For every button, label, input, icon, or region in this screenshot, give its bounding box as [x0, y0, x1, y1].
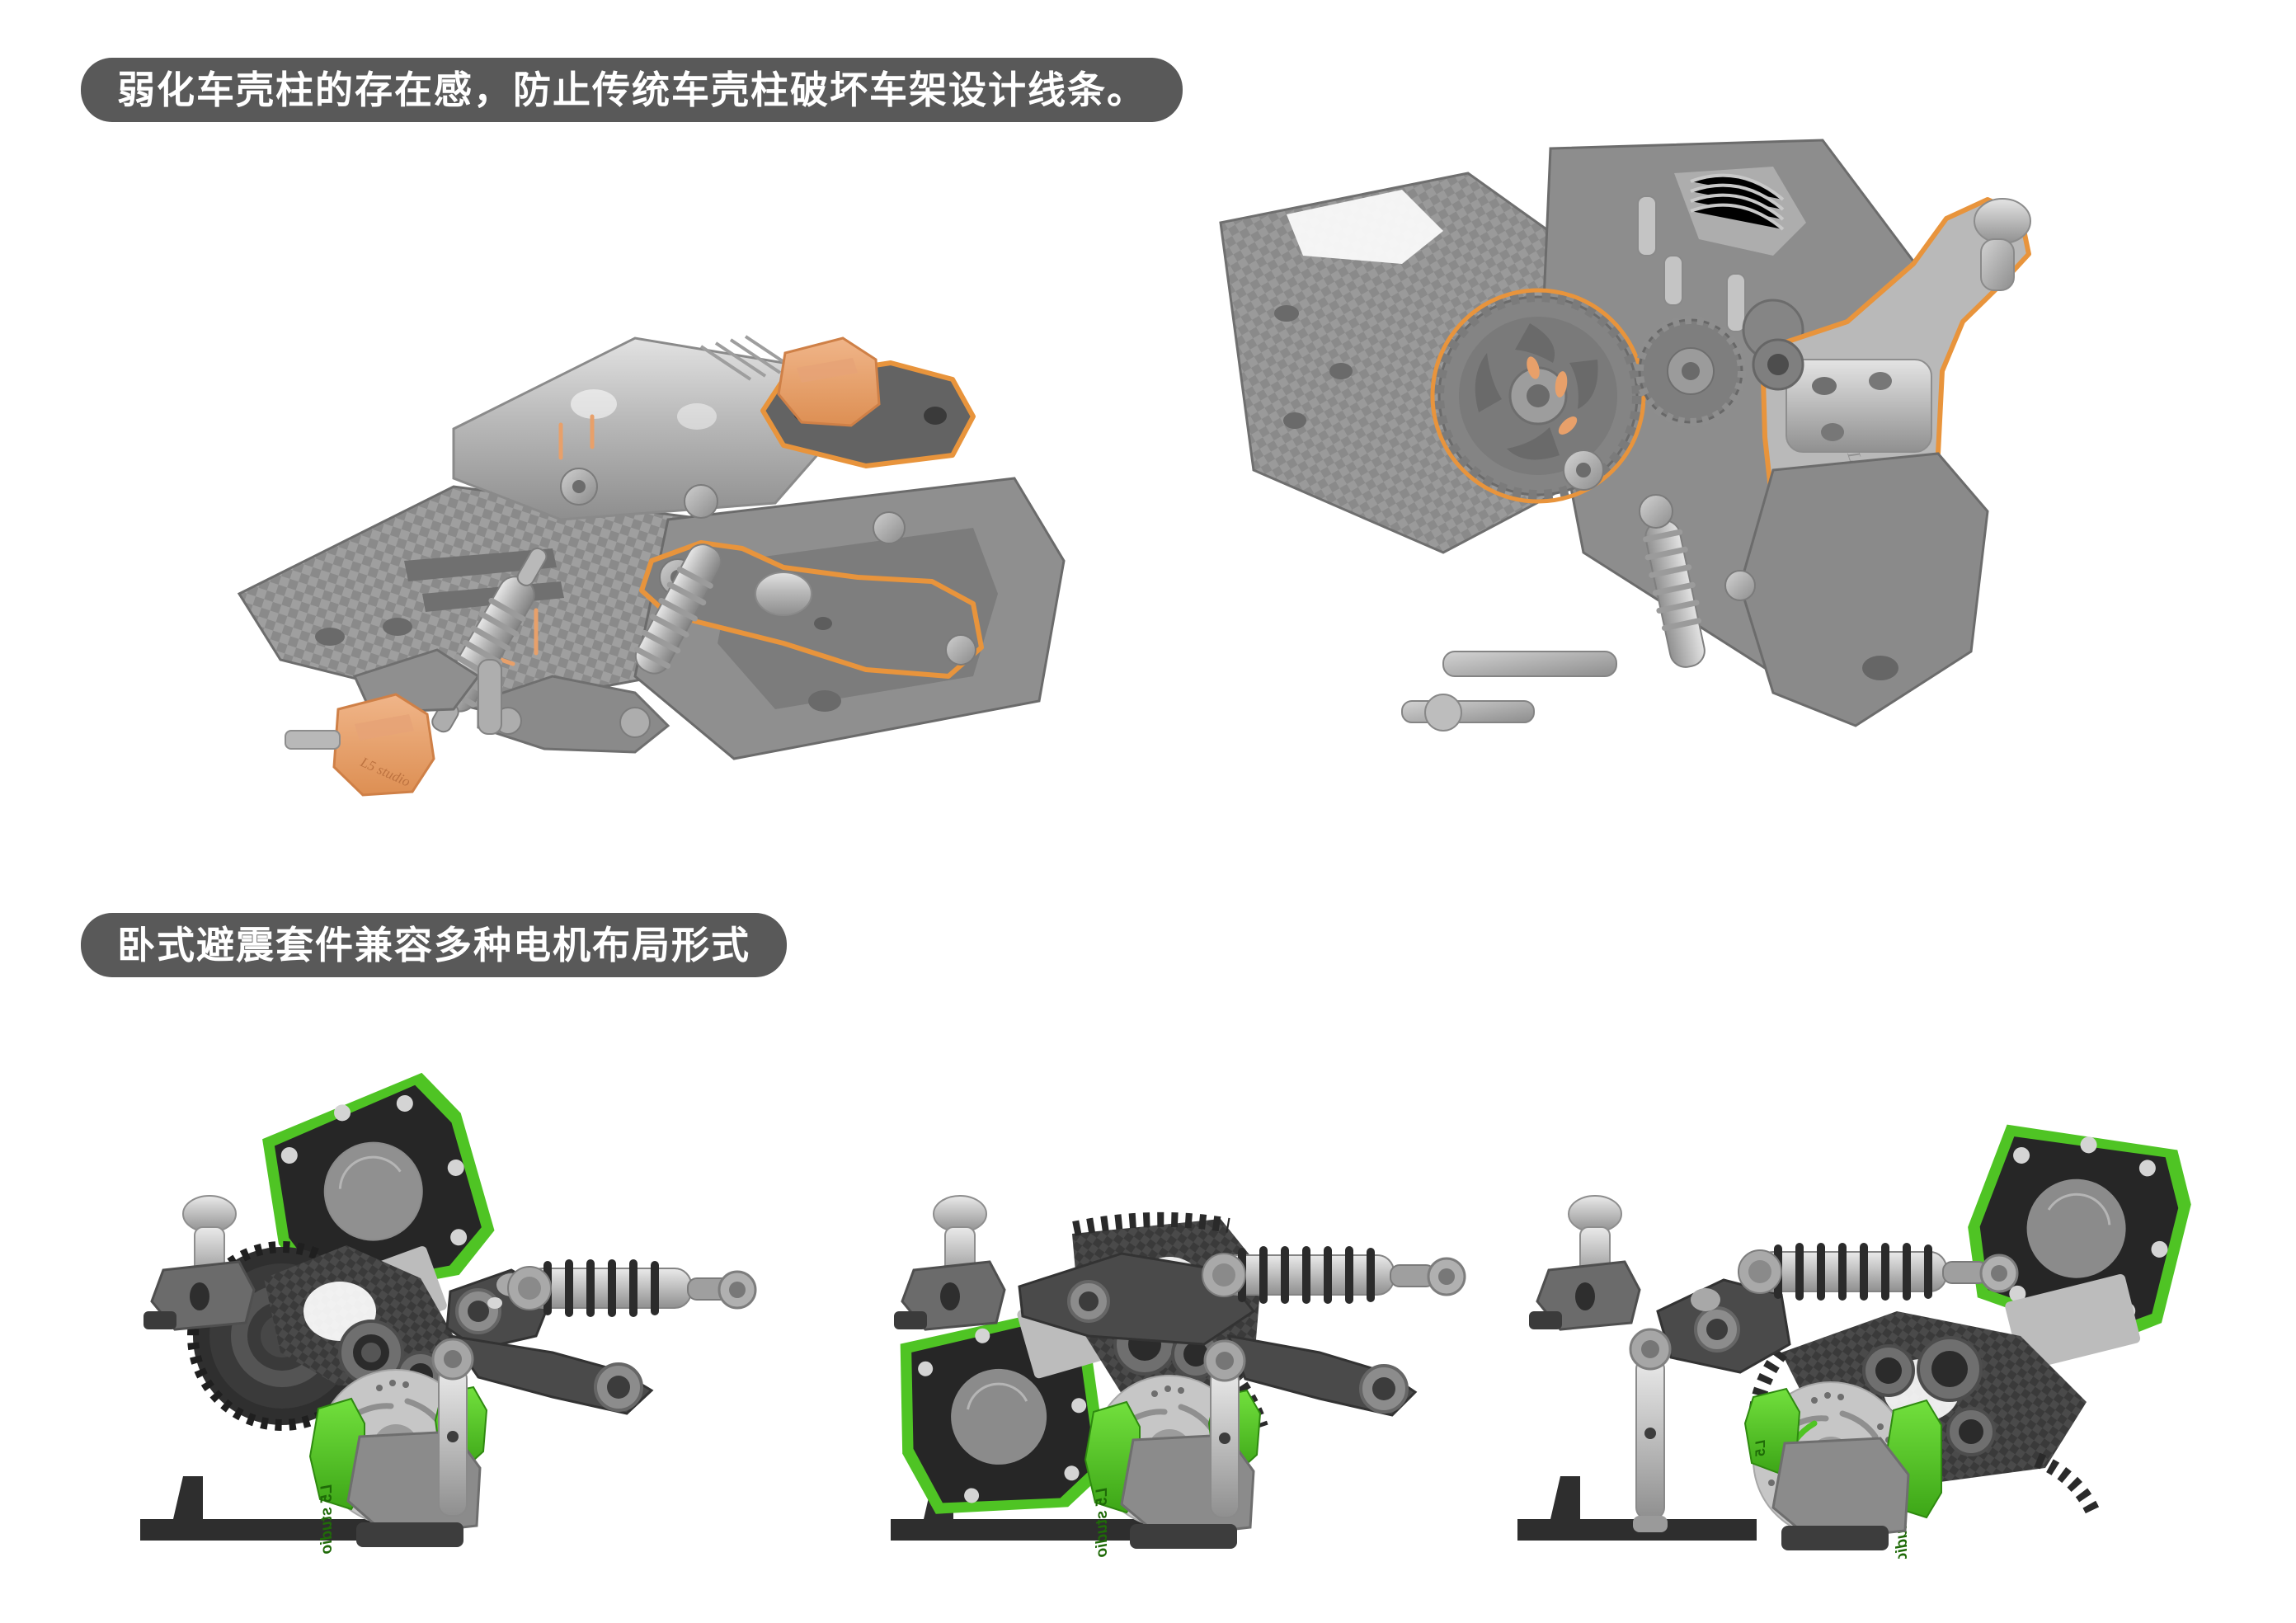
figure-layout-a: L5 studio L5 [124, 1064, 767, 1559]
upper-arm [1018, 1252, 1256, 1346]
figure-layout-c: L5 L5 studio [1509, 1064, 2235, 1559]
base-rail [140, 1476, 396, 1541]
hardware-details [478, 468, 906, 735]
steering-knuckle-orange-2 [777, 336, 881, 427]
rear-coilover-shock [1643, 520, 1706, 668]
figure-layout-b: L5 studio L5 [874, 1064, 1517, 1559]
steering-link-rod [1629, 1328, 1672, 1532]
section-banner-body-post: 弱化车壳柱的存在感，防止传统车壳柱破坏车架设计线条。 [81, 58, 1183, 122]
rear-bumper-plate [1738, 452, 1989, 727]
section-banner-body-post-label: 弱化车壳柱的存在感，防止传统车壳柱破坏车架设计线条。 [117, 68, 1146, 112]
figure-front-assembly: LSD Plaid [206, 132, 1072, 816]
figure-rear-assembly: LSD Plaid [1196, 124, 2103, 841]
kingpin-screw [894, 1195, 1006, 1331]
motor-mount-plate [2005, 1273, 2141, 1371]
layout-b-render: L5 studio L5 [891, 1195, 1466, 1557]
spur-gear [1430, 288, 1646, 504]
motor [262, 1072, 495, 1301]
front-bulkhead [452, 335, 835, 521]
layout-a-render: L5 studio L5 [140, 1072, 757, 1554]
bearing-cluster [1862, 1336, 1996, 1456]
base-rail [1517, 1476, 1757, 1541]
coilover-shock-right [634, 543, 722, 675]
section-banner-shock-layout-label: 卧式避震套件兼容多种电机布局形式 [117, 923, 750, 967]
driveshaft [1401, 651, 1617, 732]
kingpin-screw [144, 1195, 256, 1331]
caliper-brand-marking-left: L5 studio [1094, 1488, 1111, 1557]
rear-assembly-render: LSD Plaid [1219, 139, 2031, 732]
steering-link-rod [1203, 1339, 1246, 1518]
section-banner-shock-layout: 卧式避震套件兼容多种电机布局形式 [81, 913, 787, 977]
horizontal-shock [507, 1259, 757, 1317]
steering-knuckle-orange: L5 studio [285, 693, 435, 797]
horizontal-shock [1738, 1243, 2019, 1301]
lower-arm [447, 1334, 654, 1415]
lower-arm [1226, 1334, 1418, 1417]
hub-carrier [1771, 1437, 1910, 1550]
front-assembly-render: LSD Plaid [237, 335, 1066, 797]
base-rail [891, 1476, 1146, 1541]
kingpin-screw [1529, 1195, 1641, 1331]
horizontal-shock [1202, 1246, 1466, 1304]
upper-arm [1656, 1278, 1791, 1374]
caliper-brand-marking-left: L5 [1753, 1440, 1768, 1456]
suspension-arms [352, 648, 670, 754]
layout-c-render: L5 L5 studio [1517, 1124, 2191, 1559]
motor [1968, 1124, 2191, 1344]
caliper-brand-marking-left: L5 studio [318, 1484, 336, 1554]
steering-link-rod [431, 1338, 474, 1517]
upper-hardware [1563, 449, 1756, 601]
